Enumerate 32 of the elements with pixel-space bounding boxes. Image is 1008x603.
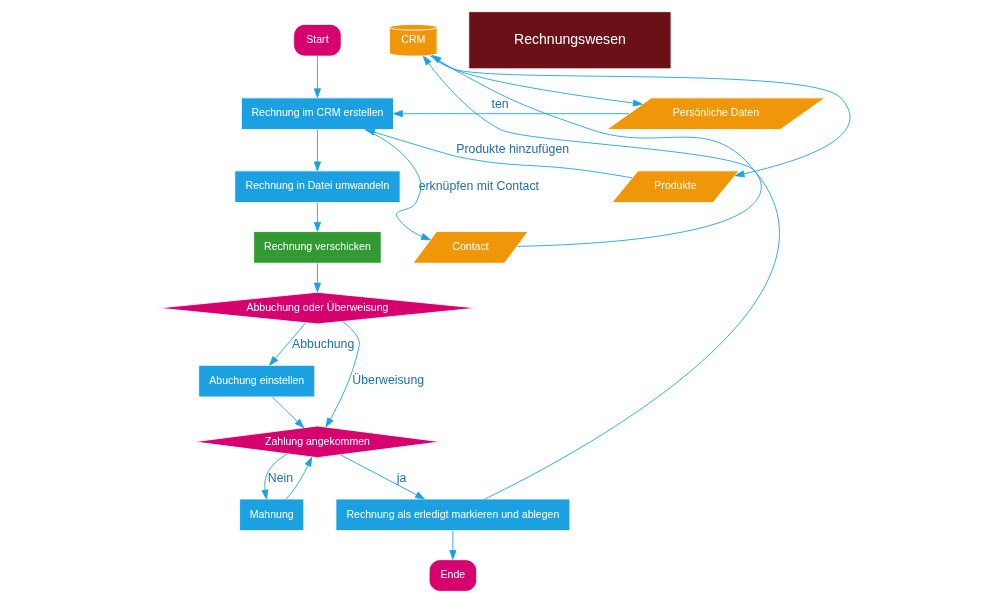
node-diamond: Zahlung angekommen (193, 425, 442, 459)
arrow (313, 129, 321, 172)
node-box: Rechnungswesen (468, 11, 672, 70)
node-box: Ende (428, 559, 478, 592)
arrow (313, 263, 321, 293)
node-box: Abuchung einstellen (198, 364, 316, 398)
arrow (364, 129, 431, 241)
node-box: Rechnung als erledigt markieren und ablegen (335, 498, 571, 532)
arrow (393, 110, 630, 118)
arrow (261, 453, 288, 500)
edge-label: Produkte hinzufügen (456, 142, 570, 157)
edge-label: Abbuchung (292, 336, 355, 351)
node-box: Start (293, 23, 342, 57)
node-diamond: Abbuchung oder Überweisung (157, 291, 478, 325)
arrow (269, 322, 306, 366)
edge-label: Nein (267, 470, 294, 485)
node-box: Rechnung in Datei umwandeln (234, 170, 401, 203)
arrow (271, 396, 305, 429)
node-box: Rechnung verschicken (253, 231, 382, 264)
arrow (365, 128, 633, 179)
node-box: Mahnung (239, 498, 305, 532)
arrow (285, 456, 313, 500)
edge-label: Überweisung (352, 373, 425, 388)
edge-label: ten (491, 96, 509, 111)
edge-label: ja (396, 470, 407, 485)
arrow (340, 454, 425, 500)
arrow (449, 530, 457, 560)
arrow (325, 321, 360, 428)
arrow (313, 55, 321, 99)
edge-label: erknüpfen mit Contact (418, 178, 540, 193)
arrow (313, 202, 321, 232)
node-box: Rechnung im CRM erstellen (240, 97, 394, 130)
